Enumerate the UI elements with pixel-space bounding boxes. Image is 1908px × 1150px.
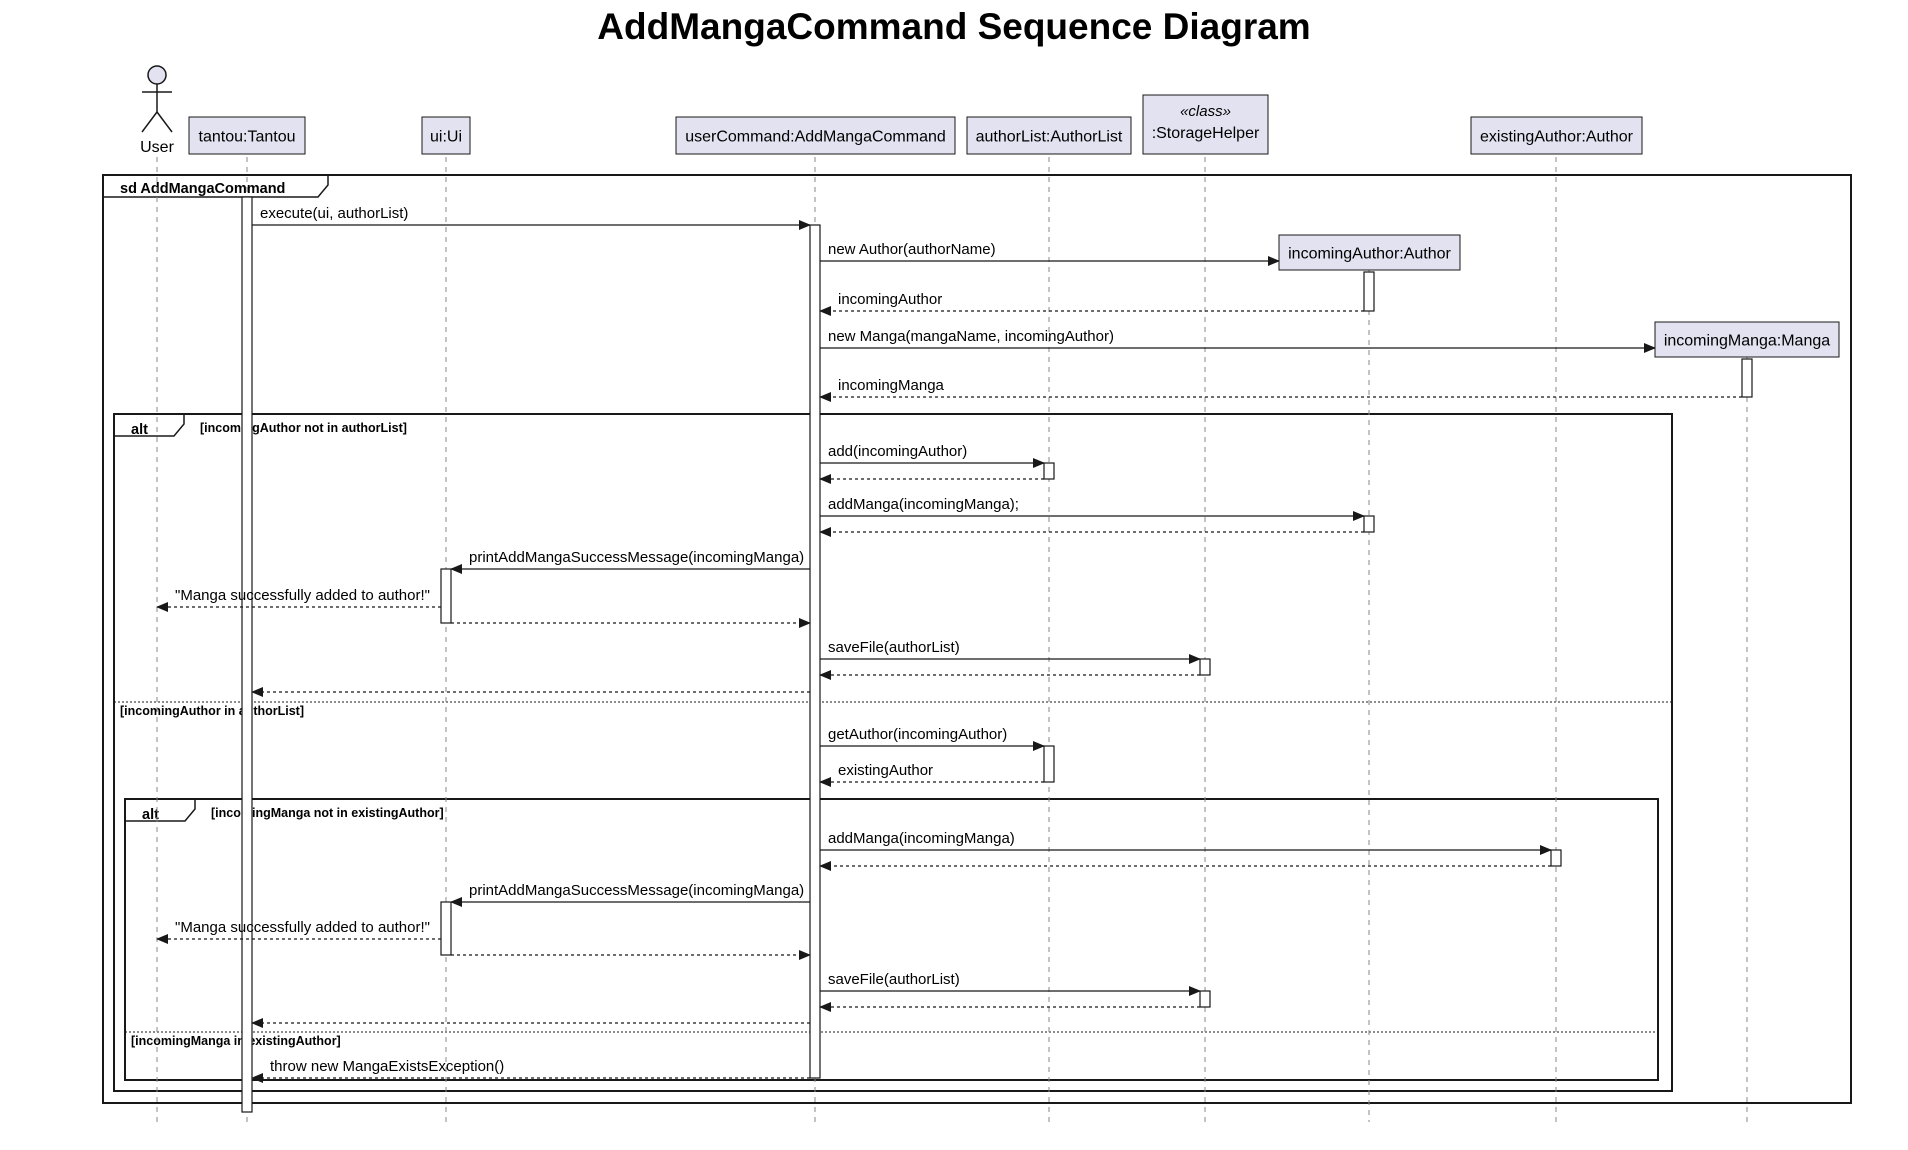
- participant-tantou: tantou:Tantou: [188, 116, 306, 155]
- message-label: add(incomingAuthor): [828, 443, 967, 460]
- participant-cmd: userCommand:AddMangaCommand: [675, 116, 956, 155]
- user-actor: User: [140, 65, 175, 156]
- participant-label: userCommand:AddMangaCommand: [685, 129, 946, 146]
- activation-cmd: [809, 224, 821, 1079]
- participant-label: incomingAuthor:Author: [1288, 246, 1451, 263]
- participant-existingAuthor: existingAuthor:Author: [1470, 116, 1643, 155]
- participant-label: :StorageHelper: [1152, 125, 1260, 142]
- participant-label: incomingManga:Manga: [1664, 333, 1830, 350]
- alt-keyword: alt: [131, 422, 148, 438]
- participant-ui: ui:Ui: [421, 116, 471, 155]
- participant-label: tantou:Tantou: [199, 129, 296, 146]
- participant-box: [1142, 94, 1269, 155]
- participant-box: [1470, 116, 1643, 155]
- alt-guard: [incomingAuthor not in authorList]: [200, 421, 407, 435]
- actor-head: [147, 65, 167, 85]
- sd-frame: [102, 174, 1852, 1104]
- alt-else-guard: [incomingAuthor in authorList]: [120, 704, 304, 718]
- diagram-title: AddMangaCommand Sequence Diagram: [597, 6, 1311, 47]
- message-label: addManga(incomingManga);: [828, 496, 1019, 513]
- activation-authorList: [1043, 462, 1055, 480]
- message-label: "Manga successfully added to author!": [175, 587, 430, 604]
- message-label: addManga(incomingManga): [828, 830, 1015, 847]
- message-label: "Manga successfully added to author!": [175, 919, 430, 936]
- activation-authorList: [1043, 745, 1055, 783]
- message-label: getAuthor(incomingAuthor): [828, 726, 1007, 743]
- message-label: incomingAuthor: [838, 291, 942, 308]
- alt-fragment: [113, 413, 1673, 1092]
- message-label: throw new MangaExistsException(): [270, 1058, 504, 1075]
- activation-storage: [1199, 990, 1211, 1008]
- message-label: printAddMangaSuccessMessage(incomingMang…: [469, 882, 804, 899]
- participant-box: [966, 116, 1132, 155]
- message-label: saveFile(authorList): [828, 971, 960, 988]
- participant-box: [421, 116, 471, 155]
- participant-box: [1654, 321, 1840, 358]
- alt-keyword: alt: [142, 807, 159, 823]
- activation-tantou: [241, 196, 253, 1113]
- participant-storage: «class» :StorageHelper: [1142, 94, 1269, 155]
- participant-box: [1278, 234, 1461, 271]
- participant-label: ui:Ui: [430, 129, 462, 146]
- activation-ui: [440, 901, 452, 956]
- participant-incomingAuthor: incomingAuthor:Author: [1278, 234, 1461, 271]
- message-label: incomingManga: [838, 377, 945, 394]
- activation-incomingManga: [1741, 358, 1753, 398]
- participant-box: [675, 116, 956, 155]
- participant-authorList: authorList:AuthorList: [966, 116, 1132, 155]
- message-label: saveFile(authorList): [828, 639, 960, 656]
- sd-frame-label: sd AddMangaCommand: [120, 181, 285, 197]
- alt-fragment: [124, 798, 1659, 1081]
- actor-label: User: [140, 139, 174, 156]
- message-label: execute(ui, authorList): [260, 205, 408, 222]
- activation-incomingAuthor: [1363, 271, 1375, 312]
- message-label: new Manga(mangaName, incomingAuthor): [828, 328, 1114, 345]
- message-label: printAddMangaSuccessMessage(incomingMang…: [469, 549, 804, 566]
- alt-fragment-tab: [125, 798, 196, 822]
- participant-label: existingAuthor:Author: [1480, 129, 1634, 146]
- alt-else-guard: [incomingManga in existingAuthor]: [131, 1034, 341, 1048]
- activation-storage: [1199, 658, 1211, 676]
- activation-incomingAuthor: [1363, 515, 1375, 533]
- activation-ui: [440, 568, 452, 624]
- participant-label: authorList:AuthorList: [976, 129, 1123, 146]
- participant-stereotype: «class»: [1180, 103, 1231, 120]
- participant-box: [188, 116, 306, 155]
- actor-leg: [156, 111, 173, 133]
- message-label: new Author(authorName): [828, 241, 996, 258]
- message-label: existingAuthor: [838, 762, 933, 779]
- activation-existingAuthor: [1550, 849, 1562, 867]
- participant-incomingManga: incomingManga:Manga: [1654, 321, 1840, 358]
- actor-leg: [141, 111, 158, 133]
- alt-guard: [incomingManga not in existingAuthor]: [211, 806, 444, 820]
- alt-fragment-tab: [114, 413, 185, 437]
